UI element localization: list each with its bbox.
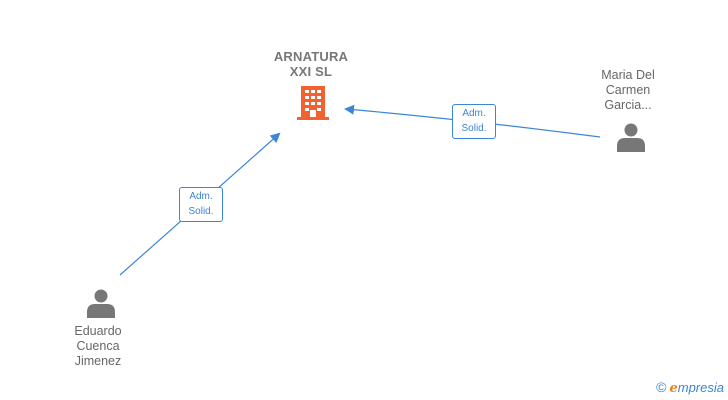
person-name-maria[interactable]: Maria Del Carmen Garcia...	[573, 68, 683, 113]
person-icon[interactable]	[86, 288, 116, 318]
company-name-line-1: ARNATURA	[273, 49, 349, 64]
person-name-line: Cuenca	[76, 339, 120, 353]
relation-label-maria[interactable]: Adm. Solid.	[452, 104, 496, 139]
relation-label-line: Solid.	[188, 206, 214, 217]
relation-label-eduardo[interactable]: Adm. Solid.	[179, 187, 223, 222]
company-name[interactable]: ARNATURA XXI SL	[261, 49, 361, 79]
person-icon[interactable]	[616, 122, 646, 152]
company-name-line-2: XXI SL	[289, 64, 333, 79]
person-name-line: Garcia...	[604, 98, 652, 112]
copyright-icon: ©	[656, 379, 667, 395]
person-name-line: Jimenez	[74, 354, 122, 368]
brand-logo-text: mpresia	[677, 380, 724, 395]
brand-logo-initial: e	[669, 381, 678, 396]
person-name-line: Eduardo	[74, 324, 122, 338]
person-name-line: Carmen	[605, 83, 651, 97]
relation-label-line: Solid.	[461, 123, 487, 134]
relation-label-line: Adm.	[462, 108, 486, 119]
brand-watermark[interactable]: ©empresia	[656, 379, 724, 396]
person-name-eduardo[interactable]: Eduardo Cuenca Jimenez	[43, 324, 153, 369]
building-icon[interactable]	[297, 86, 329, 120]
person-name-line: Maria Del	[601, 68, 655, 82]
relation-label-line: Adm.	[189, 191, 213, 202]
